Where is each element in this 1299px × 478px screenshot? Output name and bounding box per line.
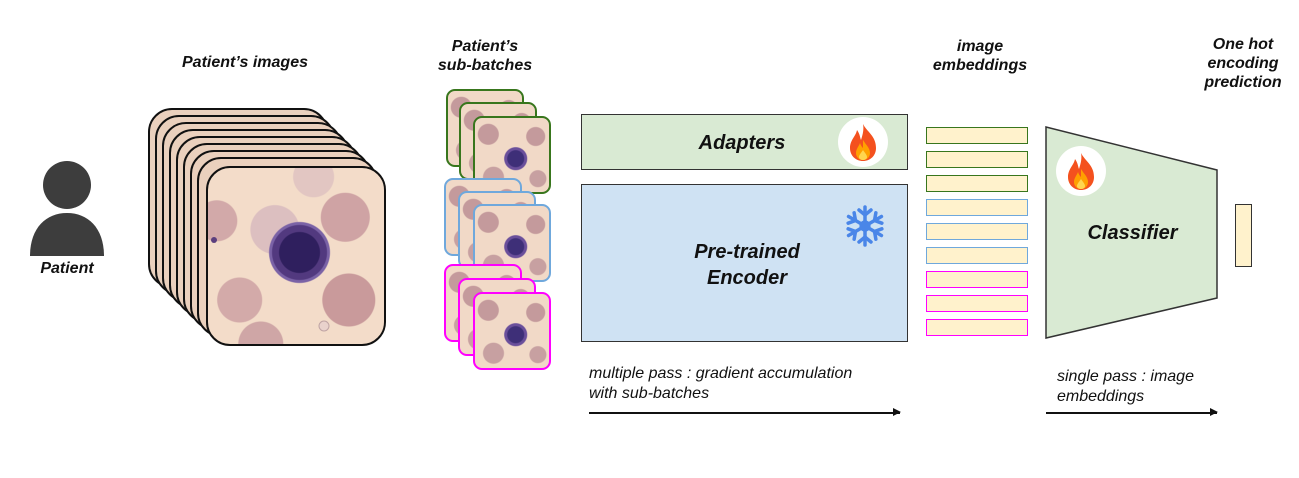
embedding-vector bbox=[926, 247, 1028, 264]
embedding-vector bbox=[926, 319, 1028, 336]
encoder-block: Pre-trained Encoder bbox=[581, 184, 908, 342]
adapters-block: Adapters bbox=[581, 114, 908, 170]
person-icon bbox=[30, 161, 104, 256]
sub-batches-label: Patient’s sub-batches bbox=[437, 38, 533, 75]
blood-smear-image bbox=[206, 166, 386, 346]
patients-images-label: Patient’s images bbox=[182, 54, 308, 71]
embedding-vector bbox=[926, 127, 1028, 144]
image-embeddings-label: image embeddings bbox=[932, 38, 1028, 75]
prediction-vector bbox=[1235, 204, 1252, 267]
embedding-vector bbox=[926, 175, 1028, 192]
fire-icon bbox=[838, 117, 888, 167]
one-hot-label: One hot encoding prediction bbox=[1204, 36, 1282, 92]
single-pass-arrow bbox=[1046, 409, 1218, 415]
adapters-label: Adapters bbox=[698, 132, 786, 154]
embedding-vector bbox=[926, 199, 1028, 216]
fire-icon bbox=[1056, 146, 1106, 196]
embedding-vector bbox=[926, 223, 1028, 240]
embedding-vector bbox=[926, 151, 1028, 168]
multi-pass-arrow bbox=[589, 409, 901, 415]
embedding-vector bbox=[926, 295, 1028, 312]
multi-pass-caption: multiple pass : gradient accumulation wi… bbox=[589, 365, 853, 402]
snowflake-icon bbox=[843, 205, 887, 247]
patient-label: Patient bbox=[40, 260, 94, 277]
embedding-vector bbox=[926, 271, 1028, 288]
classifier-label: Classifier bbox=[1087, 222, 1178, 244]
single-pass-caption: single pass : image embeddings bbox=[1057, 368, 1194, 405]
encoder-label: Pre-trained Encoder bbox=[694, 241, 800, 289]
